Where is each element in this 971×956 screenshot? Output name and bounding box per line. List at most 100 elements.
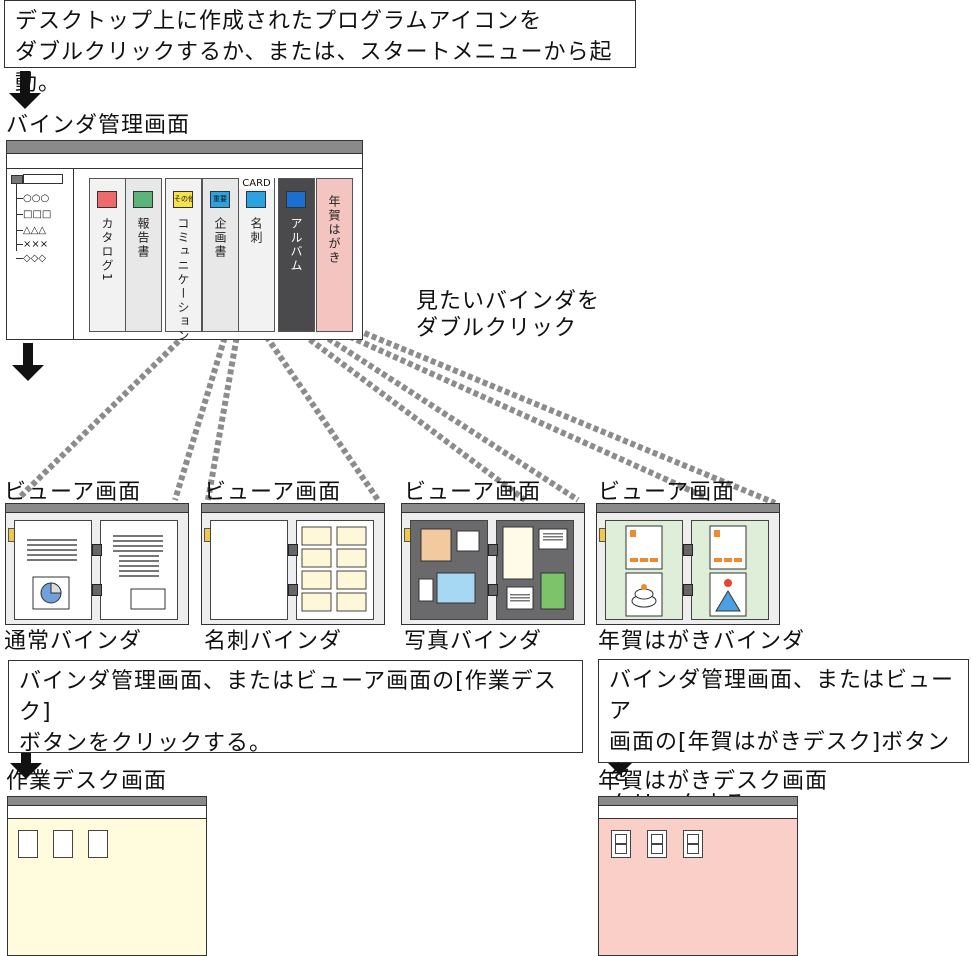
- binder-top-label: CARD: [239, 178, 274, 189]
- nenga-desk-instruction-box: バインダ管理画面、またはビューア 画面の[年賀はがきデスク]ボタンを クリックす…: [598, 659, 969, 817]
- tree-line: [16, 184, 17, 251]
- binder-ring: [288, 544, 298, 556]
- binder-spine[interactable]: 報告書: [125, 178, 162, 332]
- binder-tree: ○○○ □□□ △△△ ××× ◇◇◇: [7, 169, 74, 339]
- binder-color-tag: [246, 191, 266, 208]
- viewer-window-nenga: [596, 503, 780, 625]
- title-bar: [7, 141, 362, 154]
- nenga-desk-window: [598, 796, 798, 956]
- start-instruction-line1: デスクトップ上に作成されたプログラムアイコンを: [15, 9, 543, 34]
- down-arrow-icon: [10, 741, 42, 779]
- binder-spine[interactable]: 年賀はがき: [316, 178, 353, 332]
- viewer-title: ビューア画面: [4, 480, 142, 505]
- page-left: [605, 520, 683, 620]
- down-arrow-icon: [9, 71, 41, 109]
- tree-root-field: [23, 174, 63, 184]
- viewer-window-card: [201, 503, 385, 625]
- binder-spine-label: 企画書: [213, 217, 227, 259]
- binder-ring: [683, 544, 693, 556]
- desk-page-icon[interactable]: [18, 830, 38, 858]
- title-bar: [402, 504, 584, 513]
- binder-ring: [92, 584, 102, 596]
- binder-ring: [488, 544, 498, 556]
- viewer-title: ビューア画面: [598, 480, 736, 505]
- nenga-desk-title: 年賀はがきデスク画面: [598, 769, 829, 794]
- binder-ring: [488, 584, 498, 596]
- page-left: [410, 520, 488, 620]
- menu-bar: [7, 154, 362, 169]
- document-page-icon: [27, 539, 77, 610]
- binder-color-tag: [133, 191, 153, 208]
- tree-node[interactable]: △△△: [23, 225, 47, 236]
- hint-line2: ダブルクリック: [416, 316, 578, 341]
- nenga-desk-instruction-line2: 画面の[年賀はがきデスク]ボタンを: [609, 730, 951, 786]
- page-left: [210, 520, 288, 620]
- start-instruction-line2: ダブルクリックするか、または、スタートメニューから起動。: [15, 40, 613, 96]
- postcard-icon[interactable]: [647, 830, 667, 858]
- binder-spine-label: 報告書: [136, 217, 150, 259]
- tree-node[interactable]: □□□: [23, 209, 52, 220]
- binder-color-tag: [97, 191, 117, 208]
- title-bar: [8, 797, 206, 806]
- viewer-caption: 写真バインダ: [404, 629, 543, 654]
- viewer-caption: 通常バインダ: [4, 629, 143, 654]
- binder-manager-title: バインダ管理画面: [6, 113, 191, 138]
- binder-ring: [288, 584, 298, 596]
- binder-spine-label: 年賀はがき: [327, 195, 341, 265]
- nenga-desk-instruction-line1: バインダ管理画面、またはビューア: [609, 668, 955, 724]
- start-instruction-box: デスクトップ上に作成されたプログラムアイコンを ダブルクリックするか、または、ス…: [4, 0, 636, 96]
- tree-node[interactable]: ×××: [23, 239, 49, 250]
- document-page-icon: [113, 535, 166, 610]
- tree-node[interactable]: ◇◇◇: [23, 253, 47, 264]
- work-desk-window: [7, 796, 207, 956]
- card-slots-icon: [301, 526, 367, 612]
- viewer-title: ビューア画面: [404, 480, 542, 505]
- binder-spine[interactable]: その他コミュニケーション: [165, 178, 202, 343]
- binder-color-tag: [286, 191, 306, 208]
- viewer-title: ビューア画面: [204, 480, 342, 505]
- binder-manager-window: ○○○ □□□ △△△ ××× ◇◇◇ カタログ1 報告書 その他コミュニケーション…: [6, 140, 363, 343]
- work-desk-title: 作業デスク画面: [6, 769, 168, 794]
- hint-line1: 見たいバインダを: [416, 289, 601, 314]
- binder-ring: [92, 544, 102, 556]
- work-desk-instruction-line1: バインダ管理画面、またはビューア画面の[作業デスク]: [19, 669, 557, 725]
- title-bar: [599, 797, 797, 806]
- binder-spine-label: アルバム: [289, 217, 303, 273]
- binder-ring: [683, 584, 693, 596]
- binder-spine-label: カタログ1: [100, 217, 114, 283]
- postcard-page-icon: [709, 525, 747, 617]
- desk-page-icon[interactable]: [53, 830, 73, 858]
- down-arrow-icon: [12, 343, 44, 381]
- binder-spine-label: コミュニケーション: [176, 217, 190, 343]
- postcard-page-icon: [625, 525, 663, 617]
- menu-bar: [8, 806, 206, 819]
- viewer-window-photo: [401, 503, 585, 625]
- page-left: [14, 520, 92, 620]
- binder-color-tag: 重要: [210, 191, 230, 208]
- photo-page-icon: [418, 528, 480, 604]
- postcard-icon[interactable]: [611, 830, 631, 858]
- viewer-window-normal: [5, 503, 189, 625]
- tree-node[interactable]: ○○○: [23, 193, 50, 204]
- viewer-caption: 年賀はがきバインダ: [598, 629, 806, 654]
- page-right: [691, 520, 769, 620]
- binder-spine[interactable]: 重要企画書: [202, 178, 239, 332]
- page-right: [100, 520, 178, 620]
- tree-root-icon: [11, 175, 23, 184]
- binder-spine-label: 名刺: [249, 217, 263, 245]
- page-right: [296, 520, 374, 620]
- work-desk-instruction-box: バインダ管理画面、またはビューア画面の[作業デスク] ボタンをクリックする。: [8, 660, 583, 756]
- page-right: [496, 520, 574, 620]
- viewer-caption: 名刺バインダ: [204, 629, 343, 654]
- binder-spine[interactable]: アルバム: [278, 178, 315, 332]
- title-bar: [202, 504, 384, 513]
- menu-bar: [599, 806, 797, 819]
- binder-spine[interactable]: カタログ1: [89, 178, 126, 332]
- desk-page-icon[interactable]: [88, 830, 108, 858]
- title-bar: [597, 504, 779, 513]
- postcard-icon[interactable]: [683, 830, 703, 858]
- binder-spine[interactable]: CARD 名刺: [238, 178, 275, 332]
- binder-color-tag: その他: [173, 191, 193, 208]
- work-desk-instruction-line2: ボタンをクリックする。: [19, 731, 273, 756]
